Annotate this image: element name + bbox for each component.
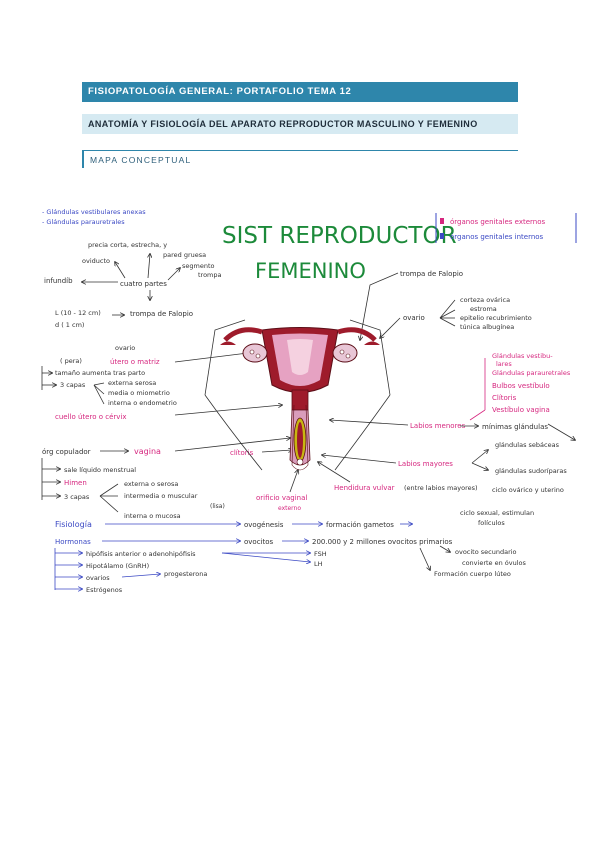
section-label-text: MAPA CONCEPTUAL — [90, 155, 192, 165]
ovario-small-label: ovario — [115, 344, 135, 352]
portfolio-title-band: FISIOPATOLOGÍA GENERAL: PORTAFOLIO TEMA … — [82, 82, 518, 102]
trompa-small-label: trompa — [198, 271, 222, 279]
ovogenesis: ovogénesis — [244, 521, 284, 529]
pink-glandulas-vest: Glándulas vestibu- — [492, 352, 553, 360]
cuatro-partes-label: cuatro partes — [120, 280, 167, 288]
hormona-progesterona: progesterona — [164, 570, 207, 578]
foliculos: folículos — [478, 519, 505, 527]
vagina-layer-interna: interna o mucosa — [124, 512, 181, 520]
ovario-right-label: ovario — [403, 314, 425, 322]
org-copulador: órg copulador — [42, 448, 91, 456]
uterus-illustration — [204, 319, 391, 471]
section-label: MAPA CONCEPTUAL — [82, 150, 518, 168]
vagina-label: vagina — [134, 447, 161, 456]
vagina-item-liquido: sale líquido menstrual — [64, 466, 136, 474]
trompa-falopio-right: trompa de Falopio — [400, 270, 463, 278]
map-title-line1: SIST REPRODUCTOR — [222, 223, 457, 249]
cuerpo-luteo: Formación cuerpo lúteo — [434, 570, 511, 578]
entre-labios: (entre labios mayores) — [404, 484, 478, 492]
pink-clitoris: Clítoris — [492, 394, 517, 402]
legend-internal: órganos genitales internos — [450, 233, 544, 241]
trompa-falopio-left: trompa de Falopio — [130, 310, 193, 318]
utero-item-capas: 3 capas — [60, 381, 86, 389]
portfolio-title: FISIOPATOLOGÍA GENERAL: PORTAFOLIO TEMA … — [88, 86, 352, 97]
utero-layer-interna: interna o endometrio — [108, 399, 177, 407]
hormona-lh: LH — [314, 560, 323, 568]
glandulas-parauretrales-note: - Glándulas parauretrales — [42, 218, 125, 226]
ciclo-sexual: ciclo sexual, estimulan — [460, 509, 534, 517]
tunica-albuginea: túnica albugínea — [460, 323, 514, 331]
infundibulo-label: infundíb — [44, 277, 73, 285]
utero-item-tamano: tamaño aumenta tras parto — [55, 369, 145, 377]
pink-lares: lares — [496, 360, 512, 368]
vagina-layer-externa: externa o serosa — [124, 480, 178, 488]
segmento-label: segmento — [182, 262, 215, 270]
clitoris-label: clítoris — [230, 449, 254, 457]
labios-menores: Labios menores — [410, 422, 466, 430]
orificio-externo: externo — [278, 505, 301, 512]
utero-layer-media: media o miometrio — [108, 389, 170, 397]
convierte-ovulos: convierte en óvulos — [462, 559, 527, 567]
pink-vestibulo: Vestíbulo vagina — [492, 406, 550, 414]
fisiologia-label: Fisiología — [55, 520, 92, 529]
ciclo-ovarico: ciclo ovárico y uterino — [492, 486, 564, 494]
utero-label: útero o matriz — [110, 358, 160, 366]
oviduct-part-note: precia corta, estrecha, y — [88, 241, 167, 249]
glandulas-vestibulares-note: - Glándulas vestibulares anexas — [42, 208, 146, 216]
pink-glandulas-parauretrales: Glándulas parauretrales — [492, 369, 571, 377]
minimas-glandulas: mínimas glándulas — [482, 423, 548, 431]
legend-external: órganos genitales externos — [450, 218, 546, 226]
ovocitos: ovocitos — [244, 538, 274, 546]
hormonas-label: Hormonas — [55, 538, 91, 546]
glandulas-sudoriparas: glándulas sudoríparas — [495, 467, 567, 475]
labios-mayores: Labios mayores — [398, 460, 453, 468]
vagina-layer-intermedia: intermedia o muscular — [124, 492, 198, 500]
glandulas-sebaceas: glándulas sebáceas — [495, 441, 560, 449]
corteza-ovarica: corteza ovárica — [460, 296, 510, 304]
hormona-hipofisis: hipófisis anterior o adenohipófisis — [86, 550, 196, 558]
epitelio: epitelio recubrimiento — [460, 314, 532, 322]
map-title-line2: FEMENINO — [255, 259, 366, 283]
hendidura-vulvar: Hendidura vulvar — [334, 484, 395, 492]
topic-subtitle-band: ANATOMÍA Y FISIOLOGÍA DEL APARATO REPROD… — [82, 114, 518, 134]
ovocito-secundario: ovocito secundario — [455, 548, 517, 556]
vagina-item-himen: Himen — [64, 479, 87, 487]
orificio-vaginal: orificio vaginal — [256, 494, 307, 502]
cuello-label: cuello útero o cérvix — [55, 413, 126, 421]
pink-bulbos: Bulbos vestíbulo — [492, 382, 550, 390]
millones-ovocitos: 200.000 y 2 millones ovocitos primarios — [312, 538, 453, 546]
vagina-item-capas: 3 capas — [64, 493, 90, 501]
legend-swatch-internal — [440, 233, 444, 239]
hormona-hipotalamo: Hipotálamo (GnRH) — [86, 562, 149, 570]
oviducto-label: oviducto — [82, 257, 110, 265]
utero-layer-externa: externa serosa — [108, 379, 156, 387]
vagina-layer-lisa: (lisa) — [210, 503, 225, 510]
hormona-ovarios: ovarios — [86, 574, 110, 582]
hormona-fsh: FSH — [314, 550, 327, 558]
hormona-estrogenos: Estrógenos — [86, 586, 123, 594]
trompa-diameter: d ( 1 cm) — [55, 321, 84, 329]
pera-label: ( pera) — [60, 357, 82, 365]
topic-subtitle: ANATOMÍA Y FISIOLOGÍA DEL APARATO REPROD… — [88, 119, 478, 129]
legend-swatch-external — [440, 218, 444, 224]
trompa-length: L (10 - 12 cm) — [55, 309, 101, 317]
estroma: estroma — [470, 305, 497, 313]
formacion-gametos: formación gametos — [326, 521, 394, 529]
pared-gruesa-label: pared gruesa — [163, 251, 206, 259]
